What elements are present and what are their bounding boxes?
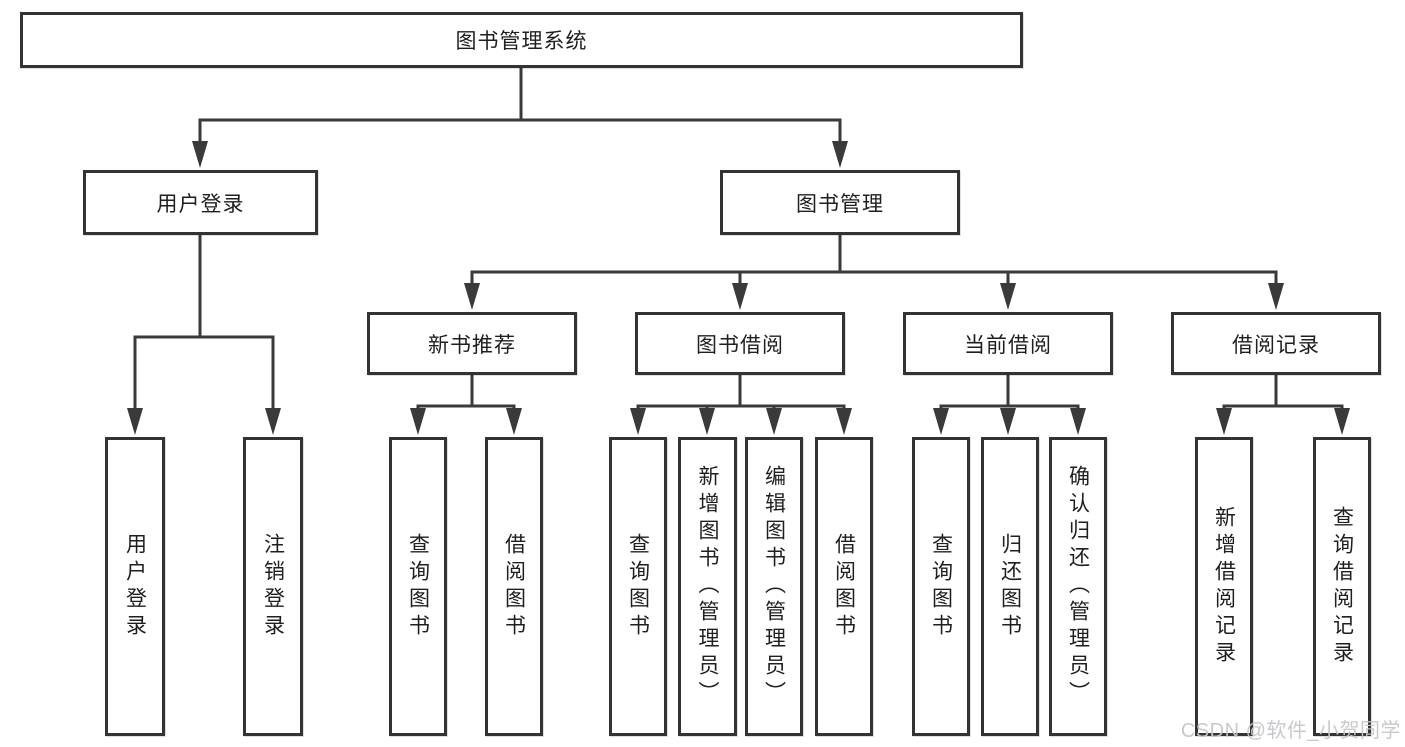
leaf-add-borrow-record-label: 新增借阅记录 [1212, 505, 1236, 668]
leaf-confirm-return-admin-label: 确认归还（管理员） [1066, 465, 1090, 708]
leaf-edit-books-admin: 编辑图书（管理员） [745, 437, 803, 736]
node-root-label: 图书管理系统 [455, 30, 588, 53]
leaf-add-books-admin-label: 新增图书（管理员） [696, 465, 719, 708]
leaf-user-login-label: 用户登录 [123, 532, 147, 641]
leaf-query-borrow-record: 查询借阅记录 [1313, 437, 1371, 736]
leaf-add-borrow-record: 新增借阅记录 [1195, 437, 1253, 736]
node-user-login-label: 用户登录 [156, 192, 245, 216]
leaf-user-login: 用户登录 [105, 437, 165, 736]
leaf-recommend-borrow-books-label: 借阅图书 [502, 532, 526, 641]
leaf-current-query-books-label: 查询图书 [929, 532, 953, 641]
leaf-logout-label: 注销登录 [261, 532, 285, 641]
node-book-management-label: 图书管理 [796, 192, 884, 216]
leaf-borrow-books-label: 借阅图书 [832, 532, 856, 641]
leaf-query-borrow-record-label: 查询借阅记录 [1330, 505, 1354, 668]
node-current-borrowing-label: 当前借阅 [964, 333, 1052, 357]
leaf-add-books-admin: 新增图书（管理员） [678, 437, 737, 736]
node-user-login: 用户登录 [83, 170, 318, 235]
leaf-borrow-books: 借阅图书 [815, 437, 873, 736]
leaf-recommend-query-books-label: 查询图书 [406, 532, 430, 641]
leaf-edit-books-admin-label: 编辑图书（管理员） [762, 465, 786, 708]
leaf-return-books-label: 归还图书 [998, 532, 1022, 641]
node-new-book-recommend-label: 新书推荐 [428, 333, 516, 357]
leaf-recommend-query-books: 查询图书 [389, 437, 447, 736]
arrowhead-icons [127, 141, 1350, 435]
node-borrow-records: 借阅记录 [1171, 312, 1381, 375]
leaf-recommend-borrow-books: 借阅图书 [485, 437, 543, 736]
leaf-current-query-books: 查询图书 [912, 437, 970, 736]
node-borrow-records-label: 借阅记录 [1232, 333, 1320, 357]
csdn-watermark: CSDN @软件_小贺同学 [1180, 720, 1401, 742]
node-current-borrowing: 当前借阅 [903, 312, 1113, 375]
node-book-borrowing-label: 图书借阅 [696, 333, 784, 357]
leaf-logout: 注销登录 [243, 437, 303, 736]
node-new-book-recommend: 新书推荐 [367, 312, 577, 375]
leaf-borrowing-query-books-label: 查询图书 [626, 532, 650, 641]
leaf-return-books: 归还图书 [981, 437, 1039, 736]
leaf-borrowing-query-books: 查询图书 [609, 437, 667, 736]
node-book-borrowing: 图书借阅 [635, 312, 845, 375]
leaf-confirm-return-admin: 确认归还（管理员） [1049, 437, 1107, 736]
node-book-management: 图书管理 [720, 170, 960, 235]
node-root-system: 图书管理系统 [20, 12, 1023, 68]
